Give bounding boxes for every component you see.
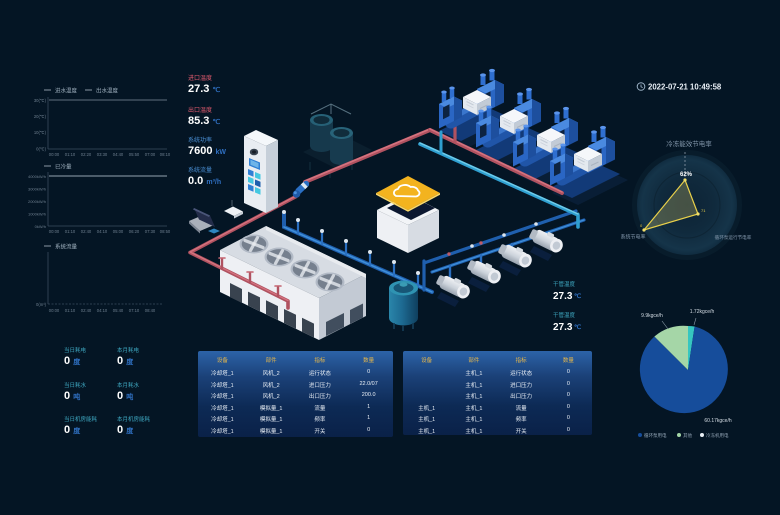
svg-text:07:30: 07:30 [145, 229, 156, 234]
svg-text:04:10: 04:10 [97, 308, 108, 313]
svg-text:00:00: 00:00 [49, 229, 60, 234]
svg-text:01:10: 01:10 [65, 308, 76, 313]
svg-text:00:00: 00:00 [49, 308, 60, 313]
svg-text:03:30: 03:30 [97, 152, 108, 157]
svg-text:1000kW/h: 1000kW/h [28, 212, 46, 217]
svg-text:0kW/h: 0kW/h [35, 224, 46, 229]
svg-text:出水温度: 出水温度 [96, 87, 119, 95]
svg-text:02:20: 02:20 [81, 152, 92, 157]
svg-text:其他: 其他 [683, 432, 692, 439]
svg-text:20(℃): 20(℃) [34, 114, 47, 119]
svg-text:0(m³): 0(m³) [36, 302, 47, 307]
svg-text:冷冻能效节电率: 冷冻能效节电率 [666, 139, 712, 148]
svg-text:07:10: 07:10 [129, 308, 140, 313]
svg-text:进水温度: 进水温度 [55, 87, 78, 95]
svg-text:08:50: 08:50 [160, 229, 171, 234]
svg-text:30(℃): 30(℃) [34, 98, 47, 103]
svg-text:℃: ℃ [574, 323, 582, 331]
svg-text:干管温度: 干管温度 [553, 311, 576, 319]
svg-text:71: 71 [701, 208, 706, 213]
svg-text:10(℃): 10(℃) [34, 130, 47, 135]
svg-text:系统流量: 系统流量 [55, 243, 78, 251]
svg-text:4000kW/h: 4000kW/h [28, 174, 46, 179]
svg-text:27.3: 27.3 [553, 291, 573, 302]
svg-text:2022-07-21 10:49:58: 2022-07-21 10:49:58 [648, 83, 722, 92]
svg-text:05:50: 05:50 [129, 152, 140, 157]
svg-text:01:10: 01:10 [65, 152, 76, 157]
svg-text:01:10: 01:10 [65, 229, 76, 234]
svg-text:系统节电率: 系统节电率 [620, 234, 645, 241]
svg-text:00:00: 00:00 [49, 152, 60, 157]
svg-text:0(℃): 0(℃) [36, 147, 46, 152]
svg-text:08:40: 08:40 [145, 308, 156, 313]
svg-text:08:10: 08:10 [160, 152, 171, 157]
svg-text:05:00: 05:00 [113, 229, 124, 234]
svg-text:04:40: 04:40 [113, 152, 124, 157]
svg-text:02:40: 02:40 [81, 229, 92, 234]
svg-text:已冷量: 已冷量 [55, 163, 72, 171]
svg-text:05:40: 05:40 [113, 308, 124, 313]
svg-text:0: 0 [640, 223, 643, 228]
svg-text:27.3: 27.3 [553, 322, 573, 333]
svg-text:循环泵运行节电率: 循环泵运行节电率 [715, 234, 752, 241]
svg-text:℃: ℃ [574, 292, 582, 300]
svg-text:06:20: 06:20 [129, 229, 140, 234]
svg-text:冷冻机用电: 冷冻机用电 [706, 432, 729, 439]
svg-text:07:00: 07:00 [145, 152, 156, 157]
svg-text:循环泵用电: 循环泵用电 [644, 432, 667, 439]
svg-text:60.17kgce/h: 60.17kgce/h [704, 418, 731, 424]
svg-text:3000kW/h: 3000kW/h [28, 187, 46, 192]
svg-text:干管温度: 干管温度 [553, 280, 576, 288]
svg-text:62%: 62% [680, 172, 693, 178]
svg-text:2000kW/h: 2000kW/h [28, 199, 46, 204]
svg-text:1.72kgce/h: 1.72kgce/h [690, 309, 715, 315]
svg-text:02:40: 02:40 [81, 308, 92, 313]
svg-text:9.9kgce/h: 9.9kgce/h [641, 313, 663, 319]
svg-text:04:10: 04:10 [97, 229, 108, 234]
